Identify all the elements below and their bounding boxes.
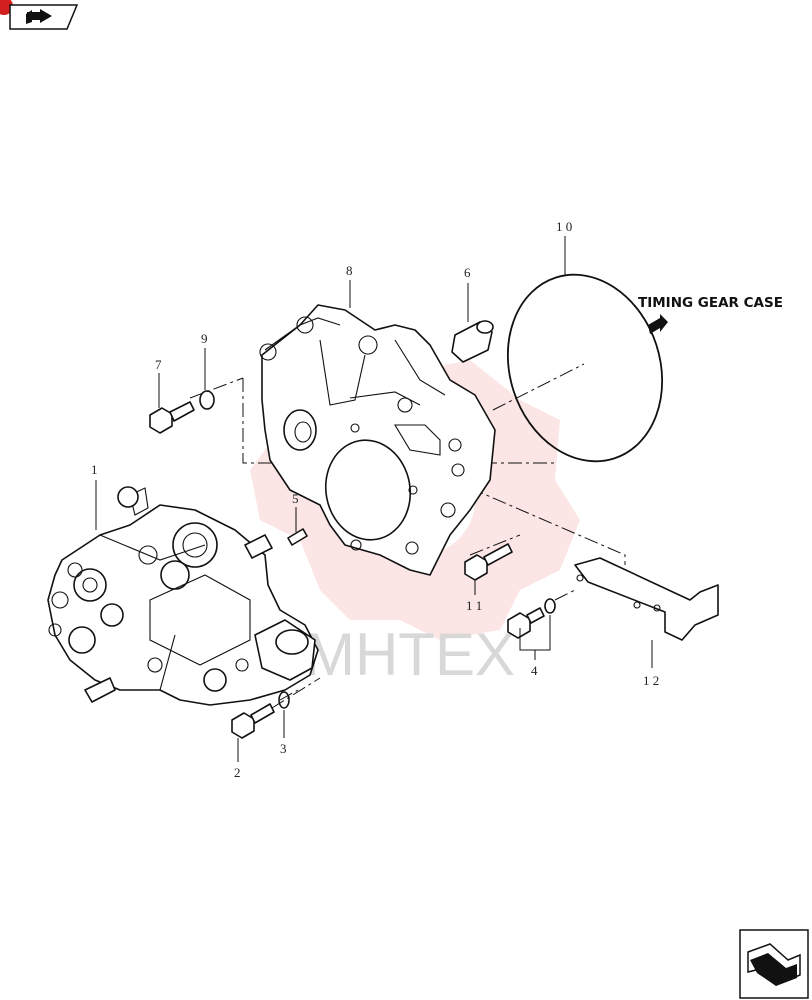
center-line-pump-axis	[189, 377, 244, 399]
bracket	[574, 557, 719, 641]
center-line-11	[469, 534, 521, 556]
callout-2: 2	[234, 765, 241, 780]
o-ring-small	[199, 390, 215, 410]
timing-gear-case-label: TIMING GEAR CASE	[638, 295, 783, 311]
center-line-12	[554, 589, 576, 601]
bolt-2	[231, 703, 275, 739]
callout-5: 5	[292, 491, 299, 506]
callout-1: 1	[91, 462, 98, 477]
bolt-7	[149, 401, 195, 434]
callout-9: 9	[201, 331, 208, 346]
washer-3	[278, 691, 290, 709]
direction-arrow-icon	[648, 314, 668, 334]
center-line-3	[279, 689, 299, 701]
callout-11: 1 1	[466, 598, 482, 613]
bolt-washer-4	[507, 598, 556, 639]
callout-6: 6	[464, 265, 471, 280]
watermark-text: MHTEX	[305, 621, 515, 688]
book-arrow-icon[interactable]	[0, 0, 79, 30]
bolt-11	[464, 543, 513, 581]
center-line-lower	[469, 487, 626, 565]
next-page-arrow-icon[interactable]	[739, 929, 809, 999]
center-line-10	[492, 363, 585, 411]
bushing	[451, 320, 494, 363]
pump-housing	[259, 304, 496, 576]
callout-7: 7	[155, 357, 162, 372]
callout-3: 3	[280, 741, 287, 756]
o-ring-large	[506, 273, 664, 463]
callout-4: 4	[531, 663, 538, 678]
callout-8: 8	[346, 263, 353, 278]
callout-10: 1 0	[556, 219, 572, 234]
fuel-injection-pump	[47, 486, 319, 706]
dowel-pin	[287, 528, 308, 546]
callout-12: 1 2	[643, 673, 659, 688]
